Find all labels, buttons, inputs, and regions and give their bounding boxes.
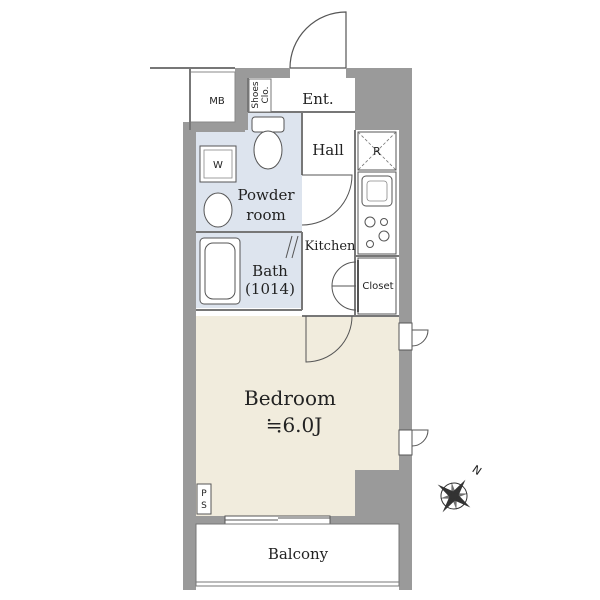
bath-label-2: (1014) — [245, 280, 295, 298]
powder-room-label-2: room — [246, 206, 285, 224]
bath-door — [285, 235, 299, 259]
kitchen-label: Kitchen — [305, 239, 356, 254]
kitchen-floor — [302, 112, 356, 316]
bedroom-size-label: ≒6.0J — [266, 413, 323, 437]
pipe-space-label-2: S — [201, 501, 207, 511]
pipe-space-label-1: P — [201, 489, 207, 499]
powder-room-label-1: Powder — [237, 186, 295, 204]
balcony — [195, 523, 400, 587]
wall-top-left — [183, 122, 245, 132]
entrance-door — [289, 11, 347, 69]
wall-left-balcony — [183, 516, 196, 590]
entrance-label: Ent. — [302, 90, 333, 108]
wall-bottom-right — [330, 516, 412, 524]
bedroom-notch-wall — [355, 470, 399, 516]
compass-icon — [437, 479, 471, 513]
wall-right-mid — [399, 350, 412, 430]
toilet — [251, 116, 285, 170]
wall-top-right — [346, 68, 399, 78]
meter-box-label: MB — [209, 96, 225, 107]
window-right-upper — [398, 322, 429, 351]
closet-door — [331, 261, 357, 311]
hall-label: Hall — [312, 141, 344, 159]
sink — [361, 175, 393, 207]
compass-north-label: N — [470, 463, 484, 478]
refrigerator: R — [357, 131, 397, 171]
wall-entry-left — [235, 68, 248, 130]
wall-right-balcony — [399, 516, 412, 590]
window-right-lower — [398, 429, 429, 456]
washing-machine: W — [199, 145, 237, 183]
shoes-closet-label-1: Shoes — [251, 81, 261, 108]
closet: Closet — [357, 257, 397, 315]
meter-box: MB — [150, 67, 236, 130]
wall-top-entry — [248, 68, 290, 78]
shoes-closet: Shoes Clo. — [248, 78, 272, 113]
stove — [364, 216, 390, 248]
pipe-space: P S — [196, 483, 212, 515]
bathtub — [199, 237, 241, 305]
washer-label: W — [213, 160, 223, 171]
bath-label-1: Bath — [252, 262, 288, 280]
powder-room-door — [301, 174, 353, 226]
refrigerator-label: R — [373, 145, 381, 158]
balcony-label: Balcony — [268, 545, 329, 563]
balcony-window — [224, 515, 331, 525]
kitchen-counter — [357, 171, 397, 255]
closet-label: Closet — [362, 281, 393, 292]
wall-right-upper — [399, 68, 412, 323]
bedroom-label: Bedroom — [244, 386, 336, 410]
washbasin — [203, 192, 233, 228]
wall-left — [183, 130, 196, 516]
interior-walls — [196, 78, 399, 317]
wall-right-lower — [399, 455, 412, 525]
bedroom-door — [305, 315, 353, 363]
shoes-closet-label-2: Clo. — [261, 87, 271, 104]
wall-bottom-left — [183, 516, 225, 524]
